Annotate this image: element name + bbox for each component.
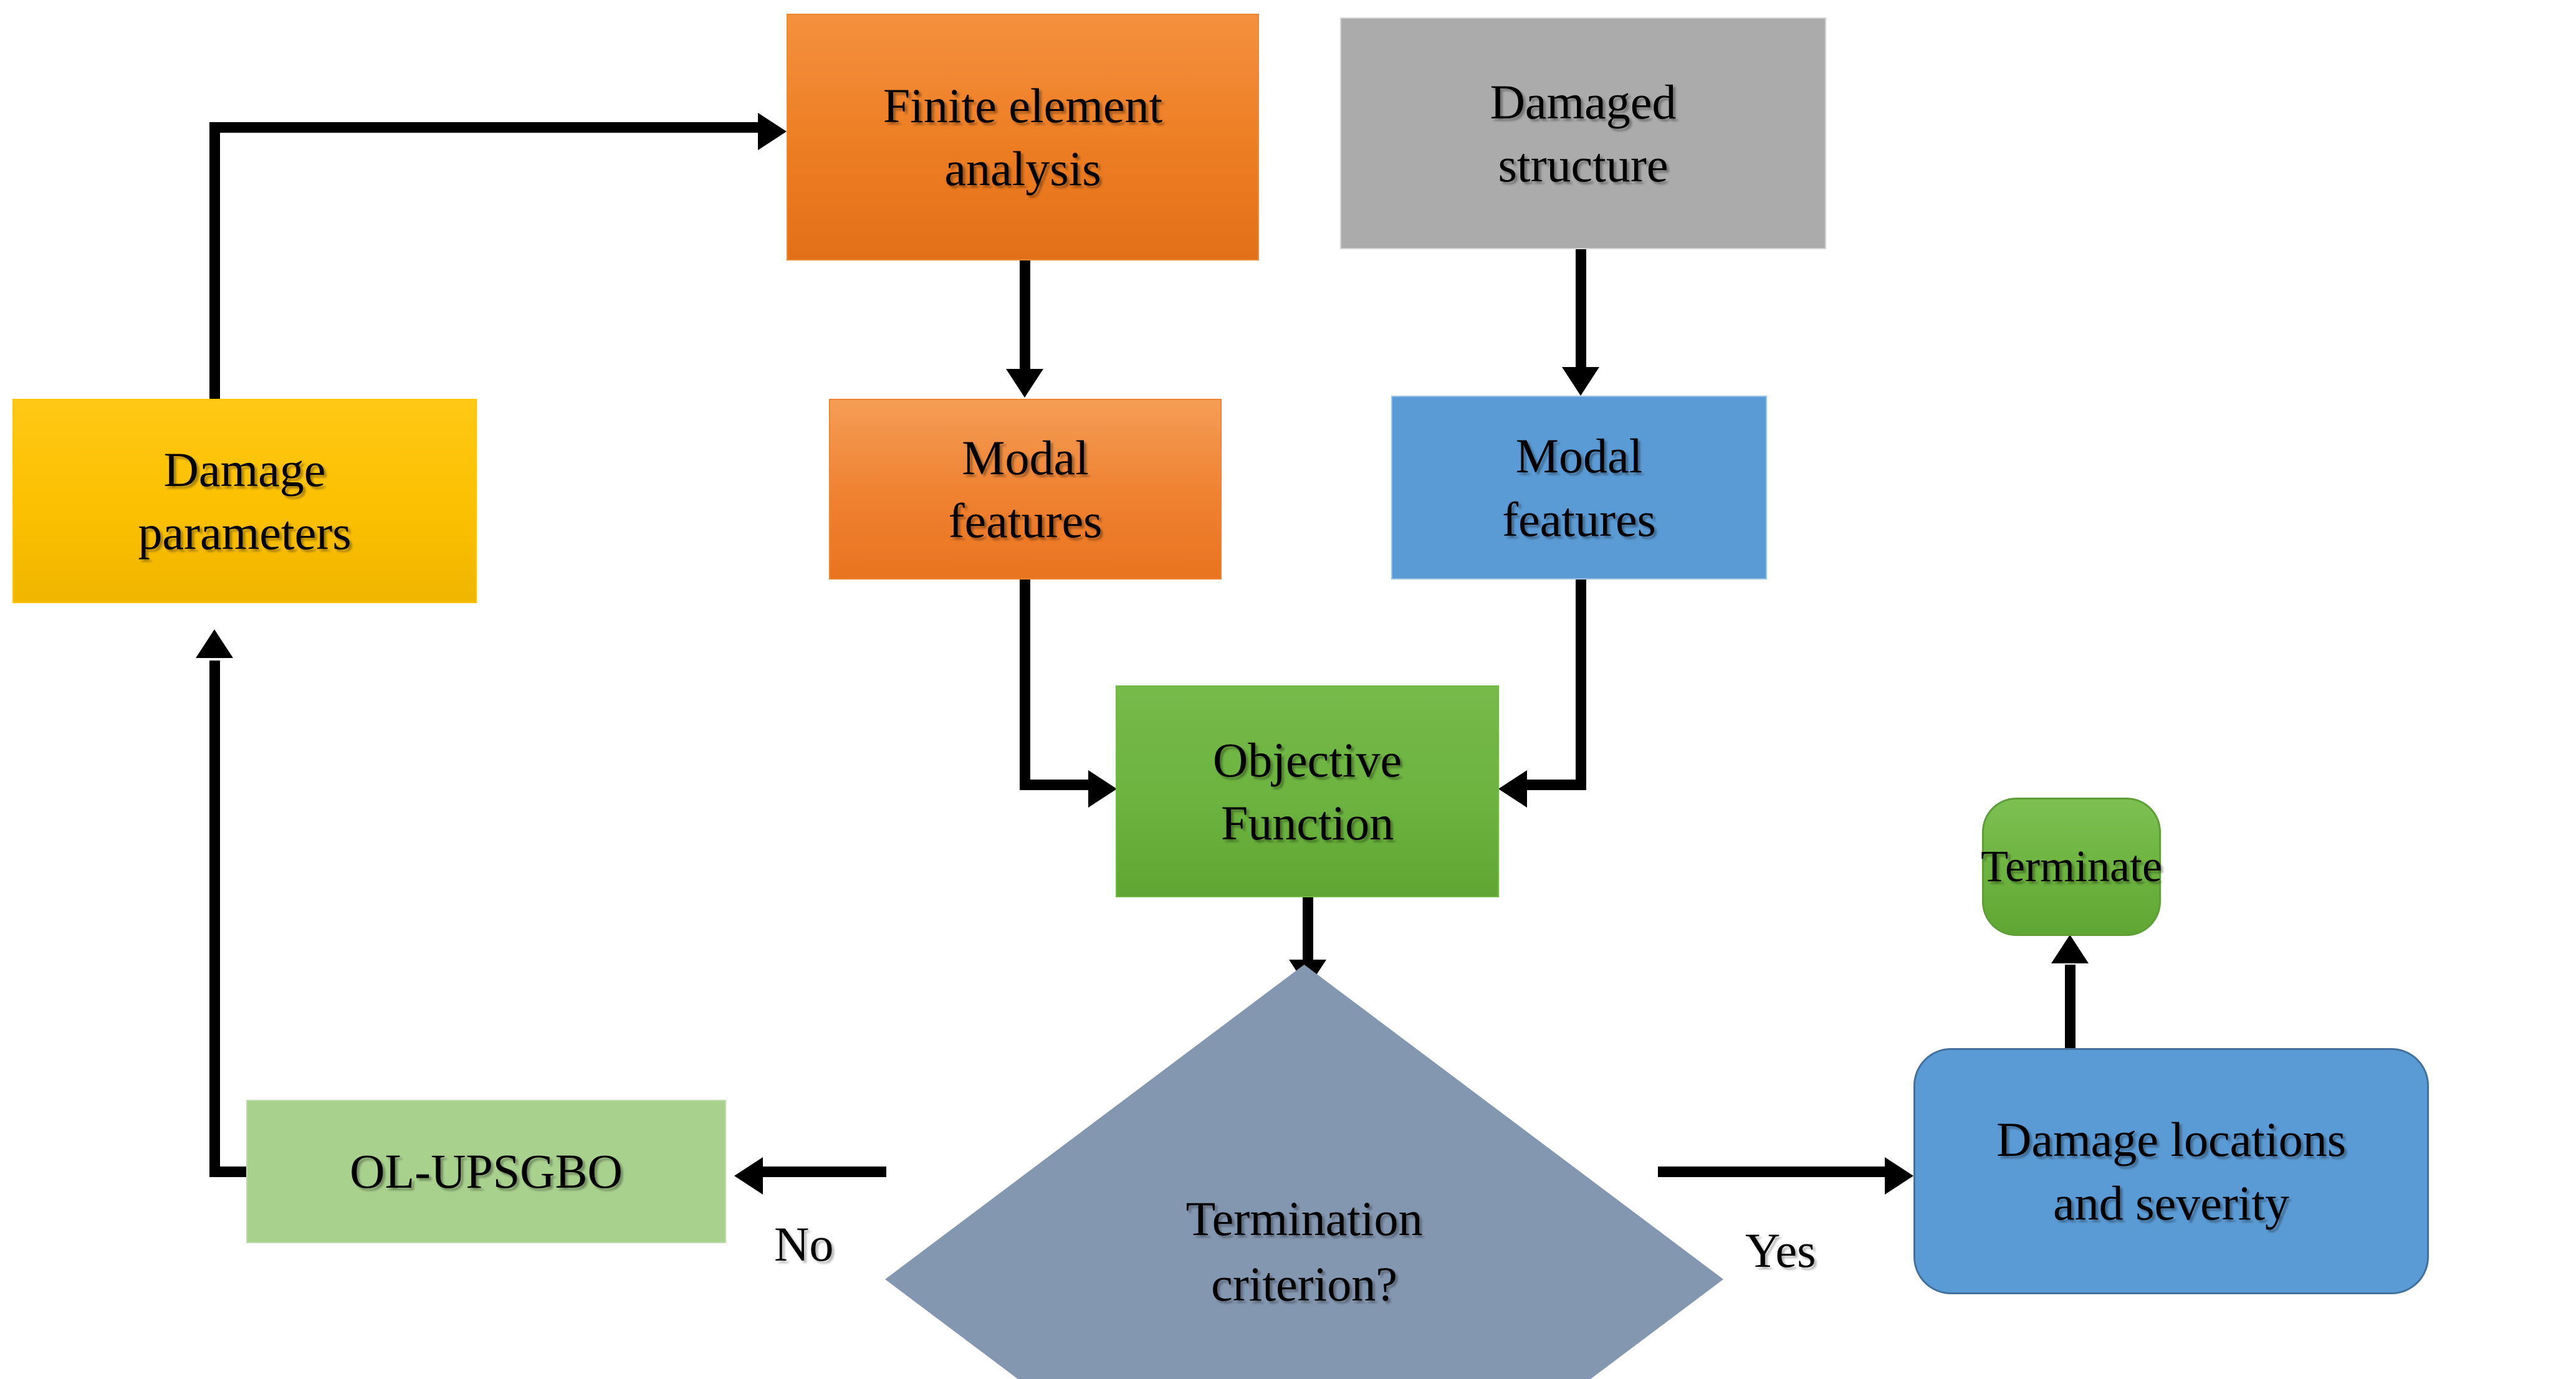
arrowhead-into-objective-right [1498, 770, 1527, 808]
edge-label-yes: Yes [1745, 1223, 1816, 1277]
connector-modal-analytical-to-objective-vertical [1020, 580, 1030, 785]
connector-termination-to-damage-locations [1658, 1167, 1889, 1177]
arrowhead-into-olupsgbo [734, 1157, 763, 1195]
connector-modal-measured-to-objective-horizontal [1526, 780, 1586, 790]
node-termination-criterion[interactable]: Termination criterion? [885, 965, 1723, 1379]
node-termination-criterion-label: Termination criterion? [1185, 1191, 1423, 1311]
arrowhead-into-objective-left [1088, 770, 1117, 808]
arrowhead-into-damage-locations [1885, 1157, 1913, 1195]
edge-label-no: No [774, 1217, 834, 1271]
arrowhead-into-fea [758, 113, 787, 150]
node-terminate[interactable]: Terminate [1981, 798, 2162, 936]
connector-modal-measured-to-objective-vertical [1576, 580, 1586, 785]
arrowhead-into-terminate [2051, 935, 2089, 963]
connector-fea-to-modal-analytical [1020, 260, 1030, 371]
arrowhead-into-modal-measured [1562, 367, 1599, 396]
connector-modal-analytical-to-objective-horizontal [1020, 780, 1097, 790]
connector-termination-to-olupsgbo [762, 1167, 886, 1177]
node-modal-features-measured[interactable]: Modal features [1391, 396, 1767, 580]
connector-olupsgbo-to-damage-parameters-horizontal [209, 1167, 254, 1177]
connector-damage-parameters-to-fea-vertical [209, 122, 220, 404]
node-finite-element-analysis[interactable]: Finite element analysis [787, 14, 1259, 260]
node-objective-function[interactable]: Objective Function [1116, 685, 1499, 897]
arrowhead-into-modal-analytical [1006, 369, 1043, 398]
node-ol-upsgbo[interactable]: OL-UPSGBO [246, 1100, 726, 1243]
arrowhead-into-damage-parameters [196, 629, 233, 658]
node-damage-parameters[interactable]: Damage parameters [12, 399, 477, 603]
connector-damage-locations-to-terminate [2065, 965, 2076, 1051]
connector-olupsgbo-to-damage-parameters-vertical [209, 661, 220, 1177]
node-damage-locations-and-severity[interactable]: Damage locations and severity [1913, 1048, 2429, 1294]
node-damaged-structure[interactable]: Damaged structure [1340, 17, 1826, 249]
connector-damaged-structure-to-modal-measured [1576, 249, 1586, 371]
connector-damage-parameters-to-fea-horizontal [209, 122, 763, 133]
node-modal-features-analytical[interactable]: Modal features [829, 399, 1222, 580]
connector-objective-to-termination [1303, 897, 1313, 966]
